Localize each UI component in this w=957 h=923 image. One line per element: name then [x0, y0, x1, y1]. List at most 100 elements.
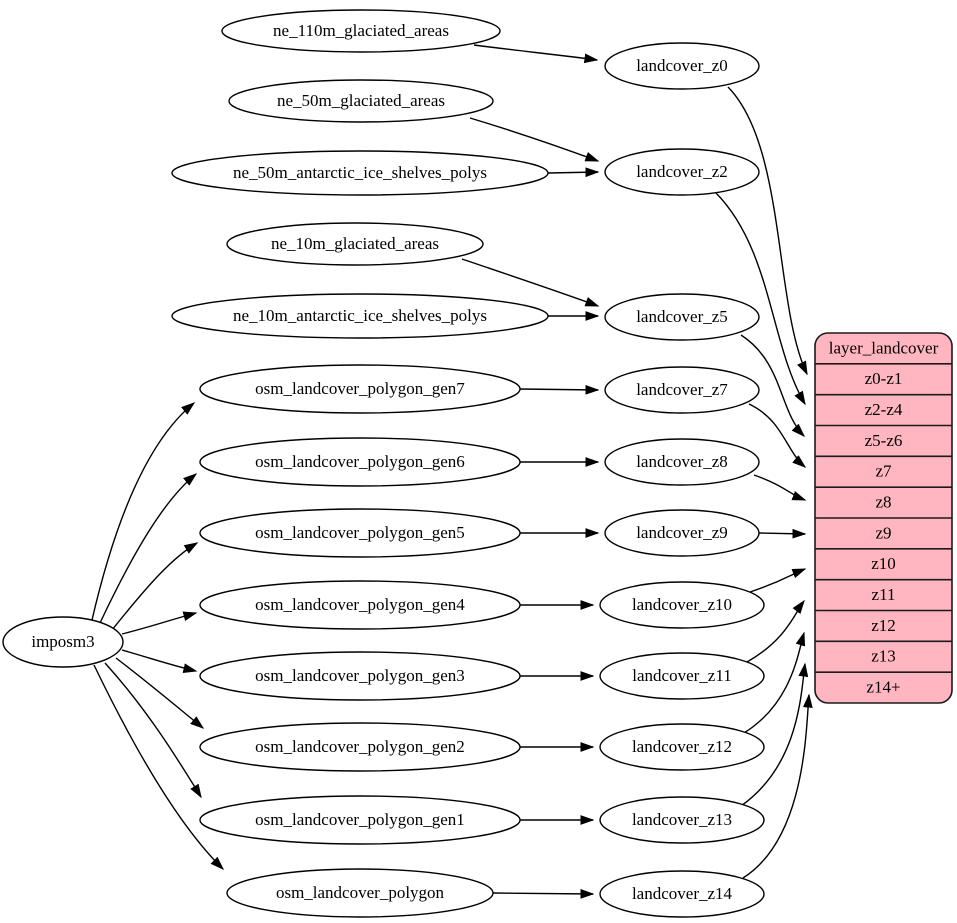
node-osm_landcover_polygon_gen2: osm_landcover_polygon_gen2	[199, 722, 521, 772]
node-shape-osm_landcover_polygon_gen4	[199, 580, 521, 630]
node-shape-landcover_z14	[599, 870, 765, 918]
node-imposm3: imposm3	[2, 616, 124, 668]
node-label-ne_50m_glaciated_areas: ne_50m_glaciated_areas	[277, 91, 445, 110]
node-label-landcover_z12: landcover_z12	[632, 737, 732, 756]
edge-imposm3--osm_landcover_polygon_gen2	[115, 657, 205, 729]
edge-ne_50m_antarctic_ice_shelves_polys--landcover_z2	[547, 167, 600, 178]
node-label-ne_50m_antarctic_ice_shelves_polys: ne_50m_antarctic_ice_shelves_polys	[233, 163, 487, 182]
table-row-z14+: z14+	[866, 678, 900, 697]
edge-landcover_z9--layer_landcover.z9	[758, 528, 807, 539]
node-label-osm_landcover_polygon_gen1: osm_landcover_polygon_gen1	[255, 810, 465, 829]
table-row-z13: z13	[871, 647, 896, 666]
node-shape-osm_landcover_polygon_gen7	[199, 364, 521, 414]
node-ne_10m_antarctic_ice_shelves_polys: ne_10m_antarctic_ice_shelves_polys	[171, 293, 549, 339]
node-label-ne_110m_glaciated_areas: ne_110m_glaciated_areas	[273, 21, 449, 40]
node-label-ne_10m_antarctic_ice_shelves_polys: ne_10m_antarctic_ice_shelves_polys	[233, 306, 487, 325]
node-landcover_z5: landcover_z5	[604, 293, 760, 341]
edge-ne_50m_glaciated_areas--landcover_z2	[469, 117, 600, 162]
node-osm_landcover_polygon_gen6: osm_landcover_polygon_gen6	[199, 437, 521, 487]
edge-landcover_z10--layer_landcover.z10	[749, 568, 807, 593]
edge-imposm3--osm_landcover_polygon_gen5	[111, 542, 199, 631]
node-landcover_z14: landcover_z14	[599, 870, 765, 918]
node-landcover_z2: landcover_z2	[604, 148, 760, 196]
node-shape-ne_10m_antarctic_ice_shelves_polys	[171, 293, 549, 339]
node-osm_landcover_polygon_gen4: osm_landcover_polygon_gen4	[199, 580, 521, 630]
table-row-z2-z4: z2-z4	[865, 400, 903, 419]
node-label-osm_landcover_polygon: osm_landcover_polygon	[276, 883, 445, 902]
node-label-osm_landcover_polygon_gen2: osm_landcover_polygon_gen2	[255, 737, 465, 756]
edge-landcover_z8--layer_landcover.z8	[753, 474, 807, 501]
edge-osm_landcover_polygon_gen7--landcover_z7	[519, 384, 600, 395]
table-row-z12: z12	[871, 616, 896, 635]
table-layer_landcover: layer_landcoverz0-z1z2-z4z5-z6z7z8z9z10z…	[814, 332, 953, 704]
node-landcover_z7: landcover_z7	[604, 366, 760, 414]
node-label-ne_10m_glaciated_areas: ne_10m_glaciated_areas	[271, 234, 439, 253]
node-label-osm_landcover_polygon_gen7: osm_landcover_polygon_gen7	[255, 379, 465, 398]
node-shape-ne_50m_glaciated_areas	[228, 79, 494, 123]
table-row-z5-z6: z5-z6	[865, 431, 903, 450]
node-shape-ne_110m_glaciated_areas	[221, 9, 501, 53]
node-label-landcover_z13: landcover_z13	[632, 810, 732, 829]
node-label-osm_landcover_polygon_gen5: osm_landcover_polygon_gen5	[255, 523, 465, 542]
edge-imposm3--osm_landcover_polygon	[93, 664, 225, 870]
table-row-z10: z10	[871, 554, 896, 573]
edge-imposm3--osm_landcover_polygon_gen7	[91, 402, 196, 621]
node-shape-osm_landcover_polygon_gen3	[199, 651, 521, 701]
edge-landcover_z0--layer_landcover.z0-z1	[727, 86, 808, 376]
node-shape-osm_landcover_polygon_gen2	[199, 722, 521, 772]
node-label-landcover_z0: landcover_z0	[636, 56, 728, 75]
node-label-landcover_z10: landcover_z10	[632, 595, 732, 614]
node-ne_110m_glaciated_areas: ne_110m_glaciated_areas	[221, 9, 501, 53]
node-landcover_z11: landcover_z11	[599, 652, 765, 700]
node-shape-ne_10m_glaciated_areas	[226, 222, 484, 266]
table-row-z11: z11	[872, 585, 896, 604]
edge-ne_110m_glaciated_areas--landcover_z0	[473, 44, 599, 64]
node-label-landcover_z2: landcover_z2	[636, 162, 728, 181]
node-label-landcover_z11: landcover_z11	[632, 666, 731, 685]
table-row-z0-z1: z0-z1	[865, 369, 903, 388]
edge-imposm3--osm_landcover_polygon_gen3	[121, 649, 198, 673]
node-shape-imposm3	[2, 616, 124, 668]
node-shape-landcover_z10	[599, 581, 765, 629]
node-landcover_z12: landcover_z12	[599, 723, 765, 771]
node-landcover_z9: landcover_z9	[604, 509, 760, 557]
table-row-z8: z8	[875, 493, 891, 512]
node-label-imposm3: imposm3	[31, 632, 94, 651]
table-title: layer_landcover	[829, 338, 939, 357]
node-label-osm_landcover_polygon_gen6: osm_landcover_polygon_gen6	[255, 452, 465, 471]
edge-landcover_z2--layer_landcover.z2-z4	[715, 192, 806, 406]
table-row-z7: z7	[875, 462, 892, 481]
node-shape-landcover_z12	[599, 723, 765, 771]
node-shape-landcover_z13	[599, 796, 765, 844]
node-label-landcover_z7: landcover_z7	[636, 380, 728, 399]
node-osm_landcover_polygon_gen7: osm_landcover_polygon_gen7	[199, 364, 521, 414]
edge-imposm3--osm_landcover_polygon_gen1	[104, 662, 202, 799]
node-ne_50m_glaciated_areas: ne_50m_glaciated_areas	[228, 79, 494, 123]
edge-osm_landcover_polygon--landcover_z14	[492, 888, 595, 899]
node-landcover_z0: landcover_z0	[604, 42, 760, 90]
node-label-landcover_z14: landcover_z14	[632, 884, 733, 903]
node-label-osm_landcover_polygon_gen3: osm_landcover_polygon_gen3	[255, 666, 465, 685]
node-shape-landcover_z7	[604, 366, 760, 414]
edge-landcover_z7--layer_landcover.z7	[748, 403, 807, 468]
edge-landcover_z13--layer_landcover.z13	[740, 662, 809, 807]
edge-landcover_z5--layer_landcover.z5-z6	[740, 334, 805, 437]
node-ne_50m_antarctic_ice_shelves_polys: ne_50m_antarctic_ice_shelves_polys	[171, 150, 549, 196]
edge-landcover_z12--layer_landcover.z12	[743, 631, 806, 734]
node-label-landcover_z8: landcover_z8	[636, 452, 728, 471]
node-osm_landcover_polygon_gen3: osm_landcover_polygon_gen3	[199, 651, 521, 701]
node-shape-landcover_z11	[599, 652, 765, 700]
edge-imposm3--osm_landcover_polygon_gen6	[99, 473, 198, 624]
node-shape-landcover_z5	[604, 293, 760, 341]
edge-imposm3--osm_landcover_polygon_gen4	[121, 611, 198, 635]
edge-landcover_z11--layer_landcover.z11	[746, 599, 805, 663]
node-label-osm_landcover_polygon_gen4: osm_landcover_polygon_gen4	[255, 595, 465, 614]
node-shape-landcover_z8	[604, 438, 760, 486]
node-osm_landcover_polygon_gen5: osm_landcover_polygon_gen5	[199, 508, 521, 558]
node-shape-osm_landcover_polygon_gen5	[199, 508, 521, 558]
node-label-landcover_z5: landcover_z5	[636, 307, 728, 326]
node-shape-landcover_z9	[604, 509, 760, 557]
node-shape-osm_landcover_polygon_gen1	[199, 795, 521, 845]
